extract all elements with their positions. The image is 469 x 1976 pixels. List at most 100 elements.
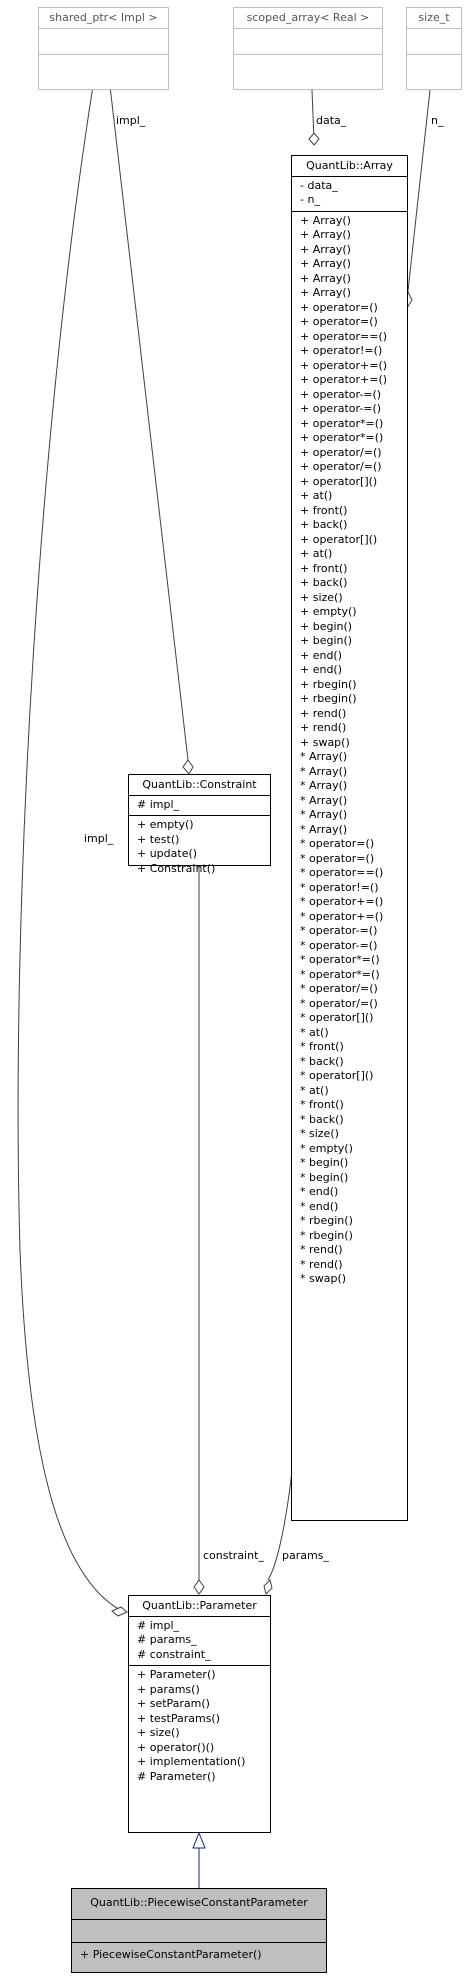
member-item: # Parameter() <box>137 1769 216 1783</box>
class-title: shared_ptr< Impl > <box>49 11 158 24</box>
member-item: * front() <box>300 1040 344 1053</box>
member-item: + test() <box>137 832 180 846</box>
member-item: * back() <box>300 1112 344 1126</box>
member-item: + implementation() <box>137 1755 246 1768</box>
methods-section <box>234 53 382 74</box>
member-item: + begin() <box>300 619 353 633</box>
edge-label-impl-parameter: impl_ <box>84 832 114 845</box>
member-item: * Array() <box>300 822 348 836</box>
member-item: + operator[]() <box>300 474 378 488</box>
member-item: * Array() <box>300 808 348 821</box>
class-piecewise-constant-parameter: QuantLib::PiecewiseConstantParameter + P… <box>71 1888 327 1973</box>
member-item: * rend() <box>300 1243 343 1256</box>
member-item: + operator!=() <box>300 344 383 357</box>
member-item: # constraint_ <box>137 1647 211 1661</box>
member-item: + operator/=() <box>300 445 382 459</box>
attributes-section: # impl_# params_# constraint_ <box>129 1615 270 1666</box>
member-item: + Parameter() <box>137 1668 216 1681</box>
member-item: + front() <box>300 561 348 575</box>
member-item: + operator[]() <box>300 532 378 546</box>
member-item: - data_ <box>300 178 338 192</box>
methods-section: + Array()+ Array()+ Array()+ Array()+ Ar… <box>292 210 407 1290</box>
member-item: * Array() <box>300 764 348 778</box>
member-item: * operator==() <box>300 866 384 879</box>
member-item: + swap() <box>300 735 350 749</box>
member-item: # params_ <box>137 1633 197 1646</box>
edge-label-impl-constraint: impl_ <box>116 114 146 127</box>
member-item: + Array() <box>300 271 351 285</box>
member-item: * end() <box>300 1199 339 1213</box>
class-shared-ptr: shared_ptr< Impl > <box>38 7 169 90</box>
member-item: * Array() <box>300 793 348 807</box>
edge-label-data: data_ <box>316 114 347 127</box>
member-item: + Array() <box>300 242 351 256</box>
member-item: * end() <box>300 1185 339 1198</box>
member-item: + operator+=() <box>300 358 388 372</box>
class-title: scoped_array< Real > <box>246 11 370 24</box>
member-item: * operator-=() <box>300 924 378 937</box>
member-item: * begin() <box>300 1170 349 1184</box>
attributes-section: # impl_ <box>129 794 270 816</box>
member-item: + operator=() <box>300 315 378 328</box>
attributes-section <box>39 27 168 54</box>
member-item: * swap() <box>300 1272 347 1285</box>
member-item: + setParam() <box>137 1697 210 1710</box>
inheritance-arrow <box>192 1831 206 1849</box>
member-item: + empty() <box>300 605 357 618</box>
class-size-t: size_t <box>406 7 462 90</box>
member-item: * operator*=() <box>300 967 380 981</box>
member-item: * operator=() <box>300 837 375 850</box>
member-item: # impl_ <box>137 1618 180 1632</box>
edge-shared-ptr-to-parameter <box>17 85 121 1611</box>
member-item: # impl_ <box>137 797 180 811</box>
member-item: * operator[]() <box>300 1069 374 1082</box>
member-item: + at() <box>300 547 333 560</box>
member-item: + rbegin() <box>300 692 357 705</box>
member-item: + operator/=() <box>300 460 382 473</box>
member-item: * rend() <box>300 1257 343 1271</box>
member-item: * operator[]() <box>300 1011 374 1024</box>
member-item: + rend() <box>300 706 347 720</box>
methods-section: + Parameter()+ params()+ setParam()+ tes… <box>129 1665 270 1787</box>
member-item: + update() <box>137 847 198 860</box>
class-constraint: QuantLib::Constraint # impl_ + empty()+ … <box>128 774 271 875</box>
class-array: QuantLib::Array - data_- n_ + Array()+ A… <box>291 155 408 1521</box>
member-item: * operator+=() <box>300 895 384 908</box>
member-item: * at() <box>300 1025 329 1039</box>
member-item: * rbegin() <box>300 1214 353 1227</box>
member-item: + Array() <box>300 286 351 299</box>
member-item: + back() <box>300 576 348 589</box>
member-item: + front() <box>300 503 348 517</box>
member-item: + operator*=() <box>300 431 384 444</box>
diamond-parameter-params <box>263 1579 273 1595</box>
member-item: * operator/=() <box>300 996 378 1010</box>
member-item: * operator/=() <box>300 982 378 995</box>
member-item: + operator()() <box>137 1740 215 1754</box>
class-title: QuantLib::Parameter <box>142 1599 257 1612</box>
member-item: + operator-=() <box>300 402 382 415</box>
member-item: + Array() <box>300 228 351 241</box>
member-item: + size() <box>137 1726 180 1739</box>
member-item: + operator*=() <box>300 416 384 430</box>
attributes-section <box>234 27 382 54</box>
member-item: * operator=() <box>300 851 375 865</box>
member-item: * begin() <box>300 1156 349 1169</box>
member-item: * Array() <box>300 779 348 792</box>
methods-section <box>39 53 168 74</box>
class-title: QuantLib::Constraint <box>142 778 257 791</box>
diamond-array-data <box>308 132 320 146</box>
member-item: + params() <box>137 1682 200 1696</box>
member-item: + begin() <box>300 634 353 647</box>
edge-label-params: params_ <box>282 1549 329 1562</box>
member-item: + operator+=() <box>300 373 388 386</box>
edge-shared-ptr-to-constraint <box>109 85 189 761</box>
member-item: + operator=() <box>300 300 378 314</box>
member-item: + end() <box>300 648 343 662</box>
member-item: * at() <box>300 1083 329 1097</box>
member-item: * back() <box>300 1054 344 1068</box>
class-parameter: QuantLib::Parameter # impl_# params_# co… <box>128 1595 271 1833</box>
member-item: * operator*=() <box>300 953 380 966</box>
member-item: * size() <box>300 1127 339 1140</box>
member-item: + back() <box>300 518 348 531</box>
diamond-constraint-impl <box>182 759 194 775</box>
